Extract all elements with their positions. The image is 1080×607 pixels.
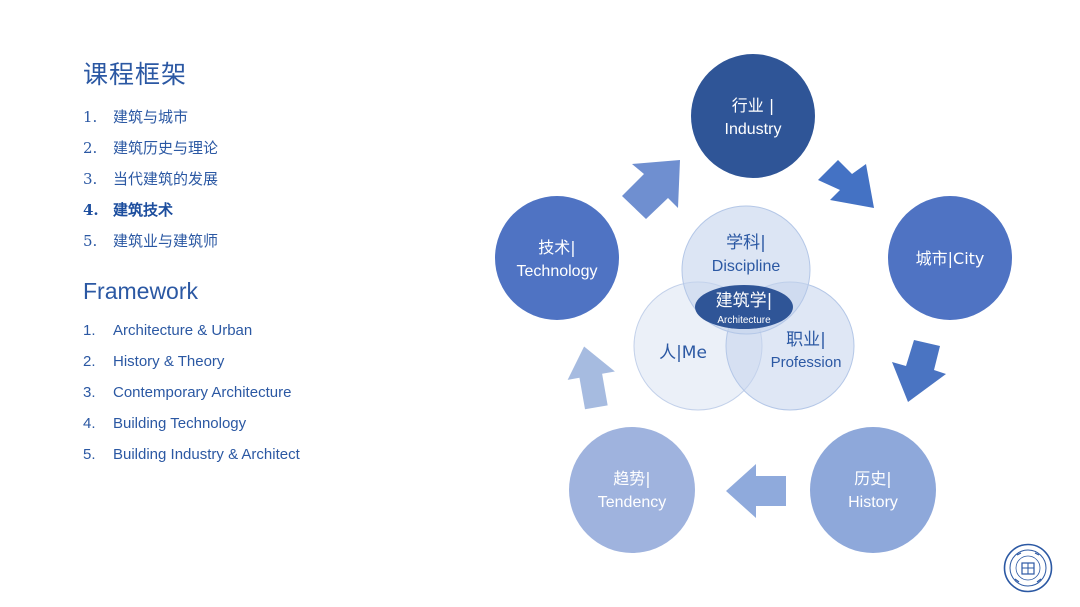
arrow-technology-to-industry-icon xyxy=(622,160,680,219)
list-item: 2. History & Theory xyxy=(83,346,300,377)
city-cn-label: 城市 xyxy=(916,249,948,268)
list-item: 2. 建筑历史与理论 xyxy=(83,132,218,163)
framework-en-heading: Framework xyxy=(83,278,199,304)
tendency-circle xyxy=(569,427,695,553)
technology-en-label: Technology xyxy=(517,263,598,280)
venn-me-cn-label: 人 xyxy=(659,343,676,363)
university-seal-icon xyxy=(1003,543,1053,593)
venn-me-label: 人|Me xyxy=(659,343,707,363)
list-item-number: 3. xyxy=(83,169,98,188)
history-en-label: History xyxy=(848,494,898,511)
technology-circle xyxy=(495,196,619,320)
city-label: 城市|City xyxy=(916,249,985,268)
venn-profession-cn-label: 职业| xyxy=(786,330,826,350)
venn-center-en-label: Architecture xyxy=(717,315,771,326)
list-item-number: 4. xyxy=(83,200,99,219)
framework-en-list: 1. Architecture & Urban 2. History & Theor… xyxy=(83,315,300,470)
list-item-number: 2. xyxy=(83,353,96,370)
industry-circle xyxy=(691,54,815,178)
venn-me-en-label: |Me xyxy=(676,343,707,363)
list-item-label: Contemporary Architecture xyxy=(113,384,292,401)
list-item-number: 3. xyxy=(83,384,96,401)
list-item-label: Building Technology xyxy=(113,415,247,432)
venn-center-ellipse xyxy=(695,285,793,329)
list-item: 1. Architecture & Urban xyxy=(83,315,300,346)
list-item-label: 建筑技术 xyxy=(113,201,174,219)
list-item: 4. Building Technology xyxy=(83,408,300,439)
technology-cn-label: 技术| xyxy=(538,238,575,257)
list-item: 3. 当代建筑的发展 xyxy=(83,163,218,194)
list-item: 3. Contemporary Architecture xyxy=(83,377,300,408)
list-item-number: 1. xyxy=(83,322,96,339)
city-circle xyxy=(888,196,1012,320)
framework-cn-list: 1. 建筑与城市 2. 建筑历史与理论 3. 当代建筑的发展 4. 建筑技术 5. 建筑业… xyxy=(83,101,218,256)
framework-cn-heading: 课程框架 xyxy=(83,60,188,89)
history-cn-label: 历史| xyxy=(854,469,891,488)
list-item: 5. 建筑业与建筑师 xyxy=(83,225,218,256)
arrow-industry-to-city-icon xyxy=(818,160,874,208)
list-item-number: 1. xyxy=(83,107,98,126)
list-item-label: 建筑与城市 xyxy=(113,108,189,126)
list-item: 1. 建筑与城市 xyxy=(83,101,218,132)
list-item-current: 4. 建筑技术 xyxy=(83,194,218,225)
list-item-number: 5. xyxy=(83,446,96,463)
venn-discipline-en-label: Discipline xyxy=(712,258,781,275)
venn-discipline-cn-label: 学科| xyxy=(726,233,766,253)
venn-center-cn-label: 建筑学| xyxy=(716,291,773,311)
venn-profession-en-label: Profession xyxy=(771,354,842,371)
tendency-en-label: Tendency xyxy=(598,494,667,511)
list-item-number: 5. xyxy=(83,231,98,250)
list-item-number: 2. xyxy=(83,138,98,157)
list-item-number: 4. xyxy=(83,415,96,432)
list-item-label: 建筑业与建筑师 xyxy=(113,232,219,250)
history-circle xyxy=(810,427,936,553)
arrow-tendency-to-technology-icon xyxy=(567,346,615,410)
list-item-label: History & Theory xyxy=(113,353,225,370)
industry-en-label: Industry xyxy=(725,121,782,138)
arrow-city-to-history-icon xyxy=(892,340,946,402)
arrow-history-to-tendency-icon xyxy=(726,464,786,518)
list-item-label: Architecture & Urban xyxy=(113,322,253,339)
city-en-label: |City xyxy=(948,249,985,268)
list-item-label: Building Industry & Architect xyxy=(113,446,300,463)
industry-cn-label: 行业 | xyxy=(732,96,774,115)
tendency-cn-label: 趋势| xyxy=(613,469,650,488)
list-item-label: 建筑历史与理论 xyxy=(113,139,219,157)
list-item: 5. Building Industry & Architect xyxy=(83,439,300,470)
list-item-label: 当代建筑的发展 xyxy=(113,170,219,188)
